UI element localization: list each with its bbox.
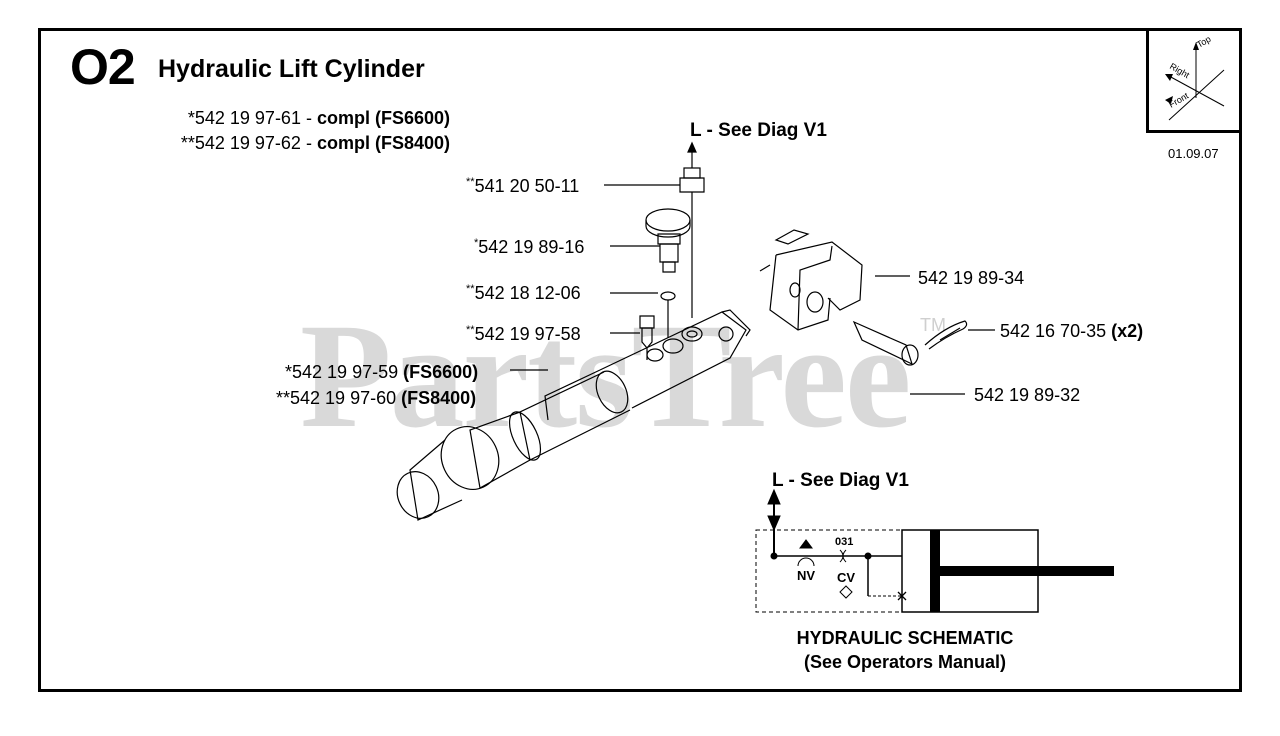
orientation-indicator: Top Right Front xyxy=(1146,28,1242,133)
part-label-542-16-70-35[interactable]: 542 16 70-35 (x2) xyxy=(1000,321,1144,341)
part-label-542-19-89-34[interactable]: 542 19 89-34 xyxy=(918,268,1025,288)
schematic-nv-label: NV xyxy=(797,568,816,583)
schematic-orifice-label: 031 xyxy=(835,536,854,548)
page-title: Hydraulic Lift Cylinder xyxy=(158,55,425,83)
part-label-542-18-12-06[interactable]: **542 18 12-06 xyxy=(466,283,581,303)
compl-line-fs6600: *542 19 97-61 - compl (FS6600) xyxy=(188,108,450,129)
compl-prefix: **542 19 97-62 - xyxy=(180,133,317,153)
part-label-541-20-50-11[interactable]: **541 20 50-11 xyxy=(466,176,580,196)
section-code: O2 xyxy=(70,39,136,95)
diagram-reference-schematic: L - See Diag V1 xyxy=(772,470,909,491)
part-label-542-19-97-58[interactable]: **542 19 97-58 xyxy=(466,324,581,344)
part-label-542-19-97-60[interactable]: **542 19 97-60 (FS8400) xyxy=(276,388,477,408)
orientation-axes-icon: Top Right Front xyxy=(1165,34,1225,121)
part-label-542-19-97-59[interactable]: *542 19 97-59 (FS6600) xyxy=(285,362,479,382)
compl-prefix: *542 19 97-61 - xyxy=(187,108,317,128)
schematic-title: HYDRAULIC SCHEMATIC xyxy=(796,628,1014,648)
part-label-542-19-89-32[interactable]: 542 19 89-32 xyxy=(974,385,1081,405)
compl-model: compl (FS8400) xyxy=(316,133,450,153)
schematic-subtitle: (See Operators Manual) xyxy=(803,652,1007,672)
part-label-542-19-89-16[interactable]: *542 19 89-16 xyxy=(474,237,585,257)
diagram-reference-top: L - See Diag V1 xyxy=(690,120,827,141)
orientation-front: Front xyxy=(1167,90,1191,109)
revision-date: 01.09.07 xyxy=(1168,146,1219,161)
diagram-frame xyxy=(38,28,1242,692)
schematic-cv-label: CV xyxy=(837,570,856,585)
orientation-top: Top xyxy=(1195,34,1213,50)
compl-line-fs8400: **542 19 97-62 - compl (FS8400) xyxy=(181,133,450,154)
compl-model: compl (FS6600) xyxy=(316,108,450,128)
